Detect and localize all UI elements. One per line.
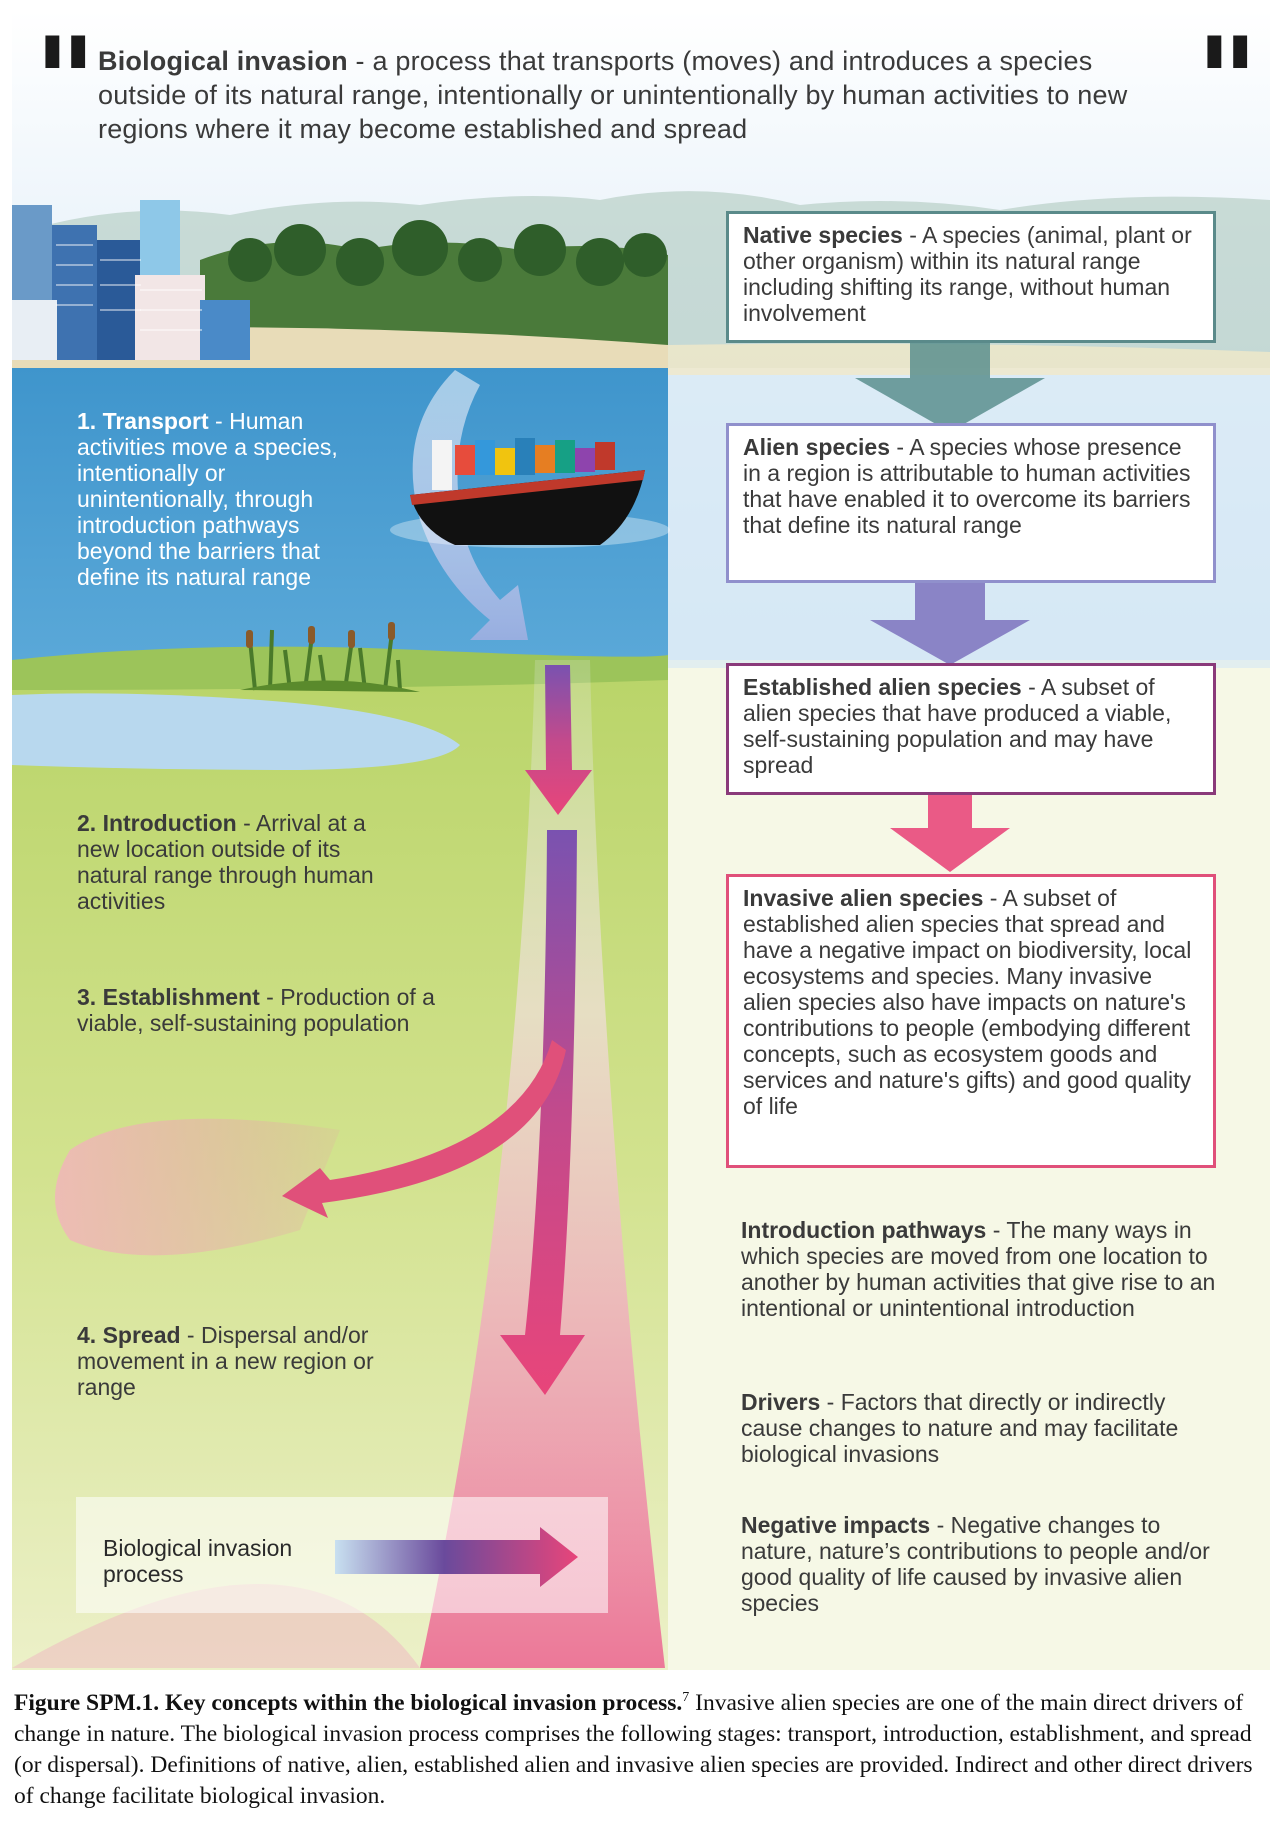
stage-introduction: 2. Introduction - Arrival at a new locat…: [77, 810, 407, 914]
shoreline: [12, 646, 668, 690]
figure-caption: Figure SPM.1. Key concepts within the bi…: [14, 1682, 1264, 1812]
stage-introduction-term: 2. Introduction: [77, 810, 237, 836]
legend-arrow: [335, 1527, 578, 1587]
city-buildings: [12, 200, 250, 360]
glossary-pathways-text: - The many ways in which species are mov…: [741, 1217, 1216, 1321]
stage-introduction-text: - Arrival at a new location outside of i…: [77, 810, 374, 914]
definition-native-species: Native species - A species (animal, plan…: [726, 211, 1216, 343]
open-quote-mark: ": [34, 11, 97, 152]
stage-transport: 1. Transport - Human activities move a s…: [77, 408, 367, 590]
definition-established-text: - A subset of alien species that have pr…: [743, 674, 1172, 778]
palm-trees: [228, 220, 667, 286]
stage-spread: 4. Spread - Dispersal and/or movement in…: [77, 1322, 407, 1400]
caption-text: Invasive alien species are one of the ma…: [14, 1689, 1253, 1809]
glossary-negative-impacts: Negative impacts - Negative changes to n…: [741, 1512, 1221, 1616]
definition-invasive-alien-species: Invasive alien species - A subset of est…: [726, 874, 1216, 1168]
pond: [12, 693, 460, 770]
stage-transport-term: 1. Transport: [77, 408, 209, 434]
glossary-introduction-pathways: Introduction pathways - The many ways in…: [741, 1217, 1221, 1321]
glossary-drivers-term: Drivers: [741, 1389, 821, 1415]
close-quote-mark: ": [1196, 11, 1259, 152]
glossary-impacts-term: Negative impacts: [741, 1512, 931, 1538]
stage-transport-text: - Human activities move a species, inten…: [77, 408, 338, 590]
quote-text: - a process that transports (moves) and …: [98, 46, 1128, 144]
definition-alien-term: Alien species: [743, 434, 891, 460]
arrow-established-to-invasive: [890, 795, 1010, 872]
quote-term: Biological invasion: [98, 46, 348, 76]
stage-spread-text: - Dispersal and/or movement in a new reg…: [77, 1322, 374, 1400]
stage-establishment-term: 3. Establishment: [77, 984, 260, 1010]
definition-quote: Biological invasion - a process that tra…: [98, 44, 1188, 146]
glossary-drivers-text: - Factors that directly or indirectly ca…: [741, 1389, 1179, 1467]
definition-alien-text: - A species whose presence in a region i…: [743, 434, 1191, 538]
caption-footnote: 7: [682, 1690, 690, 1705]
definition-established-term: Established alien species: [743, 674, 1022, 700]
stage-establishment-text: - Production of a viable, self-sustainin…: [77, 984, 435, 1036]
definition-invasive-term: Invasive alien species: [743, 885, 984, 911]
definition-native-term: Native species: [743, 222, 903, 248]
caption-title: Figure SPM.1. Key concepts within the bi…: [14, 1689, 683, 1716]
definition-established-alien-species: Established alien species - A subset of …: [726, 663, 1216, 795]
cargo-ship: [390, 438, 670, 548]
glossary-impacts-text: - Negative changes to nature, nature’s c…: [741, 1512, 1210, 1616]
glossary-pathways-term: Introduction pathways: [741, 1217, 987, 1243]
transport-arrow: [412, 370, 528, 640]
spread-fan: [55, 1118, 340, 1256]
branch-arrow: [282, 1040, 566, 1218]
reed-base: [240, 680, 420, 692]
legend-label: Biological invasion process: [103, 1535, 293, 1587]
stage-spread-term: 4. Spread: [77, 1322, 181, 1348]
reed-heads: [246, 622, 395, 648]
definition-native-text: - A species (animal, plant or other orga…: [743, 222, 1192, 326]
glossary-drivers: Drivers - Factors that directly or indir…: [741, 1389, 1221, 1467]
arrow-alien-to-established: [870, 582, 1030, 665]
definition-alien-species: Alien species - A species whose presence…: [726, 423, 1216, 583]
spread-arrow: [500, 830, 585, 1395]
stage-establishment: 3. Establishment - Production of a viabl…: [77, 984, 457, 1036]
arrow-native-to-alien: [855, 342, 1045, 432]
definition-invasive-text: - A subset of established alien species …: [743, 885, 1192, 1119]
introduction-arrow: [525, 665, 592, 815]
